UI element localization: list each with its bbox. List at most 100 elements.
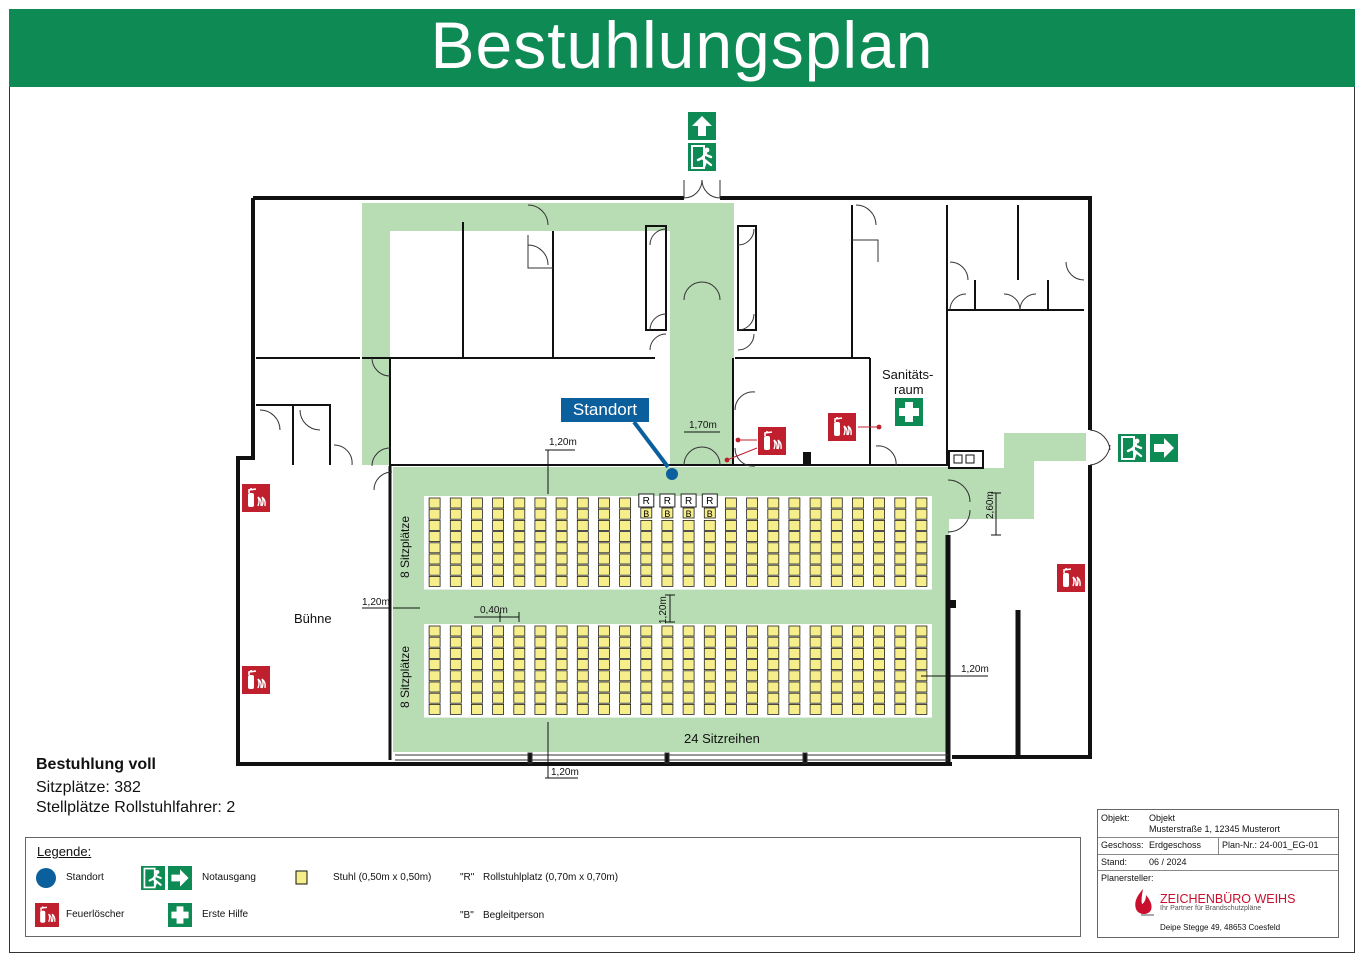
chair: [598, 542, 610, 554]
chair: [809, 704, 822, 715]
chair: [534, 692, 547, 704]
chair: [619, 636, 631, 648]
chair: [788, 553, 801, 565]
legend-title: Legende:: [37, 844, 92, 859]
chair: [725, 564, 737, 576]
chair: [576, 508, 589, 520]
chair: [534, 659, 547, 670]
chair: [534, 553, 547, 565]
companion-chair: [640, 507, 653, 519]
exit-arrow-right-icon: [1150, 434, 1178, 462]
chair: [809, 564, 822, 576]
chair: [788, 497, 801, 509]
chair: [513, 553, 526, 565]
chair: [513, 542, 526, 554]
companion-mark: B: [643, 509, 649, 519]
chair: [767, 692, 780, 704]
chair: [873, 508, 885, 520]
chair: [576, 542, 589, 554]
chair: [513, 564, 526, 576]
chair: [598, 659, 610, 670]
chair: [746, 564, 758, 576]
company-tagline: Ihr Partner für Brandschutzpläne: [1160, 905, 1262, 912]
chair: [619, 508, 631, 520]
legend-rollstuhlplatz: Rollstuhlplatz (0,70m x 0,70m): [483, 872, 619, 883]
wheelchair-place: [638, 493, 655, 508]
chair: [661, 542, 674, 554]
chair: [767, 648, 780, 659]
companion-chair: [703, 507, 716, 519]
chair: [428, 508, 441, 520]
chair: [894, 564, 907, 576]
chair: [428, 648, 441, 659]
chair: [894, 553, 907, 565]
chair: [746, 625, 758, 637]
chair: [470, 659, 483, 670]
wheelchair-place: [659, 493, 676, 508]
chair: [746, 692, 758, 704]
chair: [513, 576, 526, 587]
chair: [746, 659, 758, 670]
chair: [873, 564, 885, 576]
chair: [661, 564, 674, 576]
chair: [449, 659, 462, 670]
chair: [725, 520, 737, 531]
chair: [428, 670, 441, 682]
chair: [576, 659, 589, 670]
chair: [428, 553, 441, 565]
chair: [703, 648, 716, 659]
legend: Legende: Standort Notausgang Stuhl (0,50…: [25, 837, 1081, 937]
chair: [449, 636, 462, 648]
chair: [555, 497, 568, 509]
chair: [470, 508, 483, 520]
chair: [513, 659, 526, 670]
chair: [725, 681, 737, 693]
chair: [428, 636, 441, 648]
running-man-exit-icon: [688, 143, 716, 171]
chair: [619, 497, 631, 509]
chair: [449, 648, 462, 659]
location-dot-icon: [666, 468, 678, 480]
chair: [470, 625, 483, 637]
legend-stuhl: Stuhl (0,50m x 0,50m): [333, 872, 432, 883]
chair: [555, 542, 568, 554]
chair: [640, 648, 653, 659]
chair: [725, 636, 737, 648]
chair: [767, 636, 780, 648]
chair: [576, 520, 589, 531]
rows-label: 24 Sitzreihen: [684, 731, 760, 746]
chair: [492, 648, 505, 659]
chair: [534, 670, 547, 682]
chair: [703, 704, 716, 715]
chair: [513, 625, 526, 637]
chair: [513, 531, 526, 542]
chair: [492, 659, 505, 670]
chair: [661, 648, 674, 659]
chair: [682, 636, 695, 648]
wheelchair-mark: R: [643, 496, 650, 507]
chair: [767, 659, 780, 670]
flame-logo-icon: [1135, 889, 1154, 916]
chair: [852, 576, 864, 587]
block-seat-label-bottom: 8 Sitzplätze: [398, 645, 412, 708]
chair: [534, 704, 547, 715]
chair: [449, 564, 462, 576]
chair: [492, 553, 505, 565]
chair: [682, 564, 695, 576]
chair: [894, 542, 907, 554]
chair: [640, 704, 653, 715]
chair: [492, 508, 505, 520]
chair: [725, 553, 737, 565]
chair: [449, 576, 462, 587]
seating-block: [424, 496, 932, 590]
running-man-exit-icon: [1118, 434, 1146, 462]
stand-key: Stand:: [1101, 857, 1128, 867]
chair: [894, 704, 907, 715]
chair: [894, 531, 907, 542]
chair: [830, 564, 843, 576]
chair: [915, 553, 928, 565]
chair: [555, 564, 568, 576]
company-address: Deipe Stegge 49, 48653 Coesfeld: [1160, 923, 1281, 932]
geschoss-value: Erdgeschoss: [1149, 840, 1202, 850]
chair: [492, 564, 505, 576]
